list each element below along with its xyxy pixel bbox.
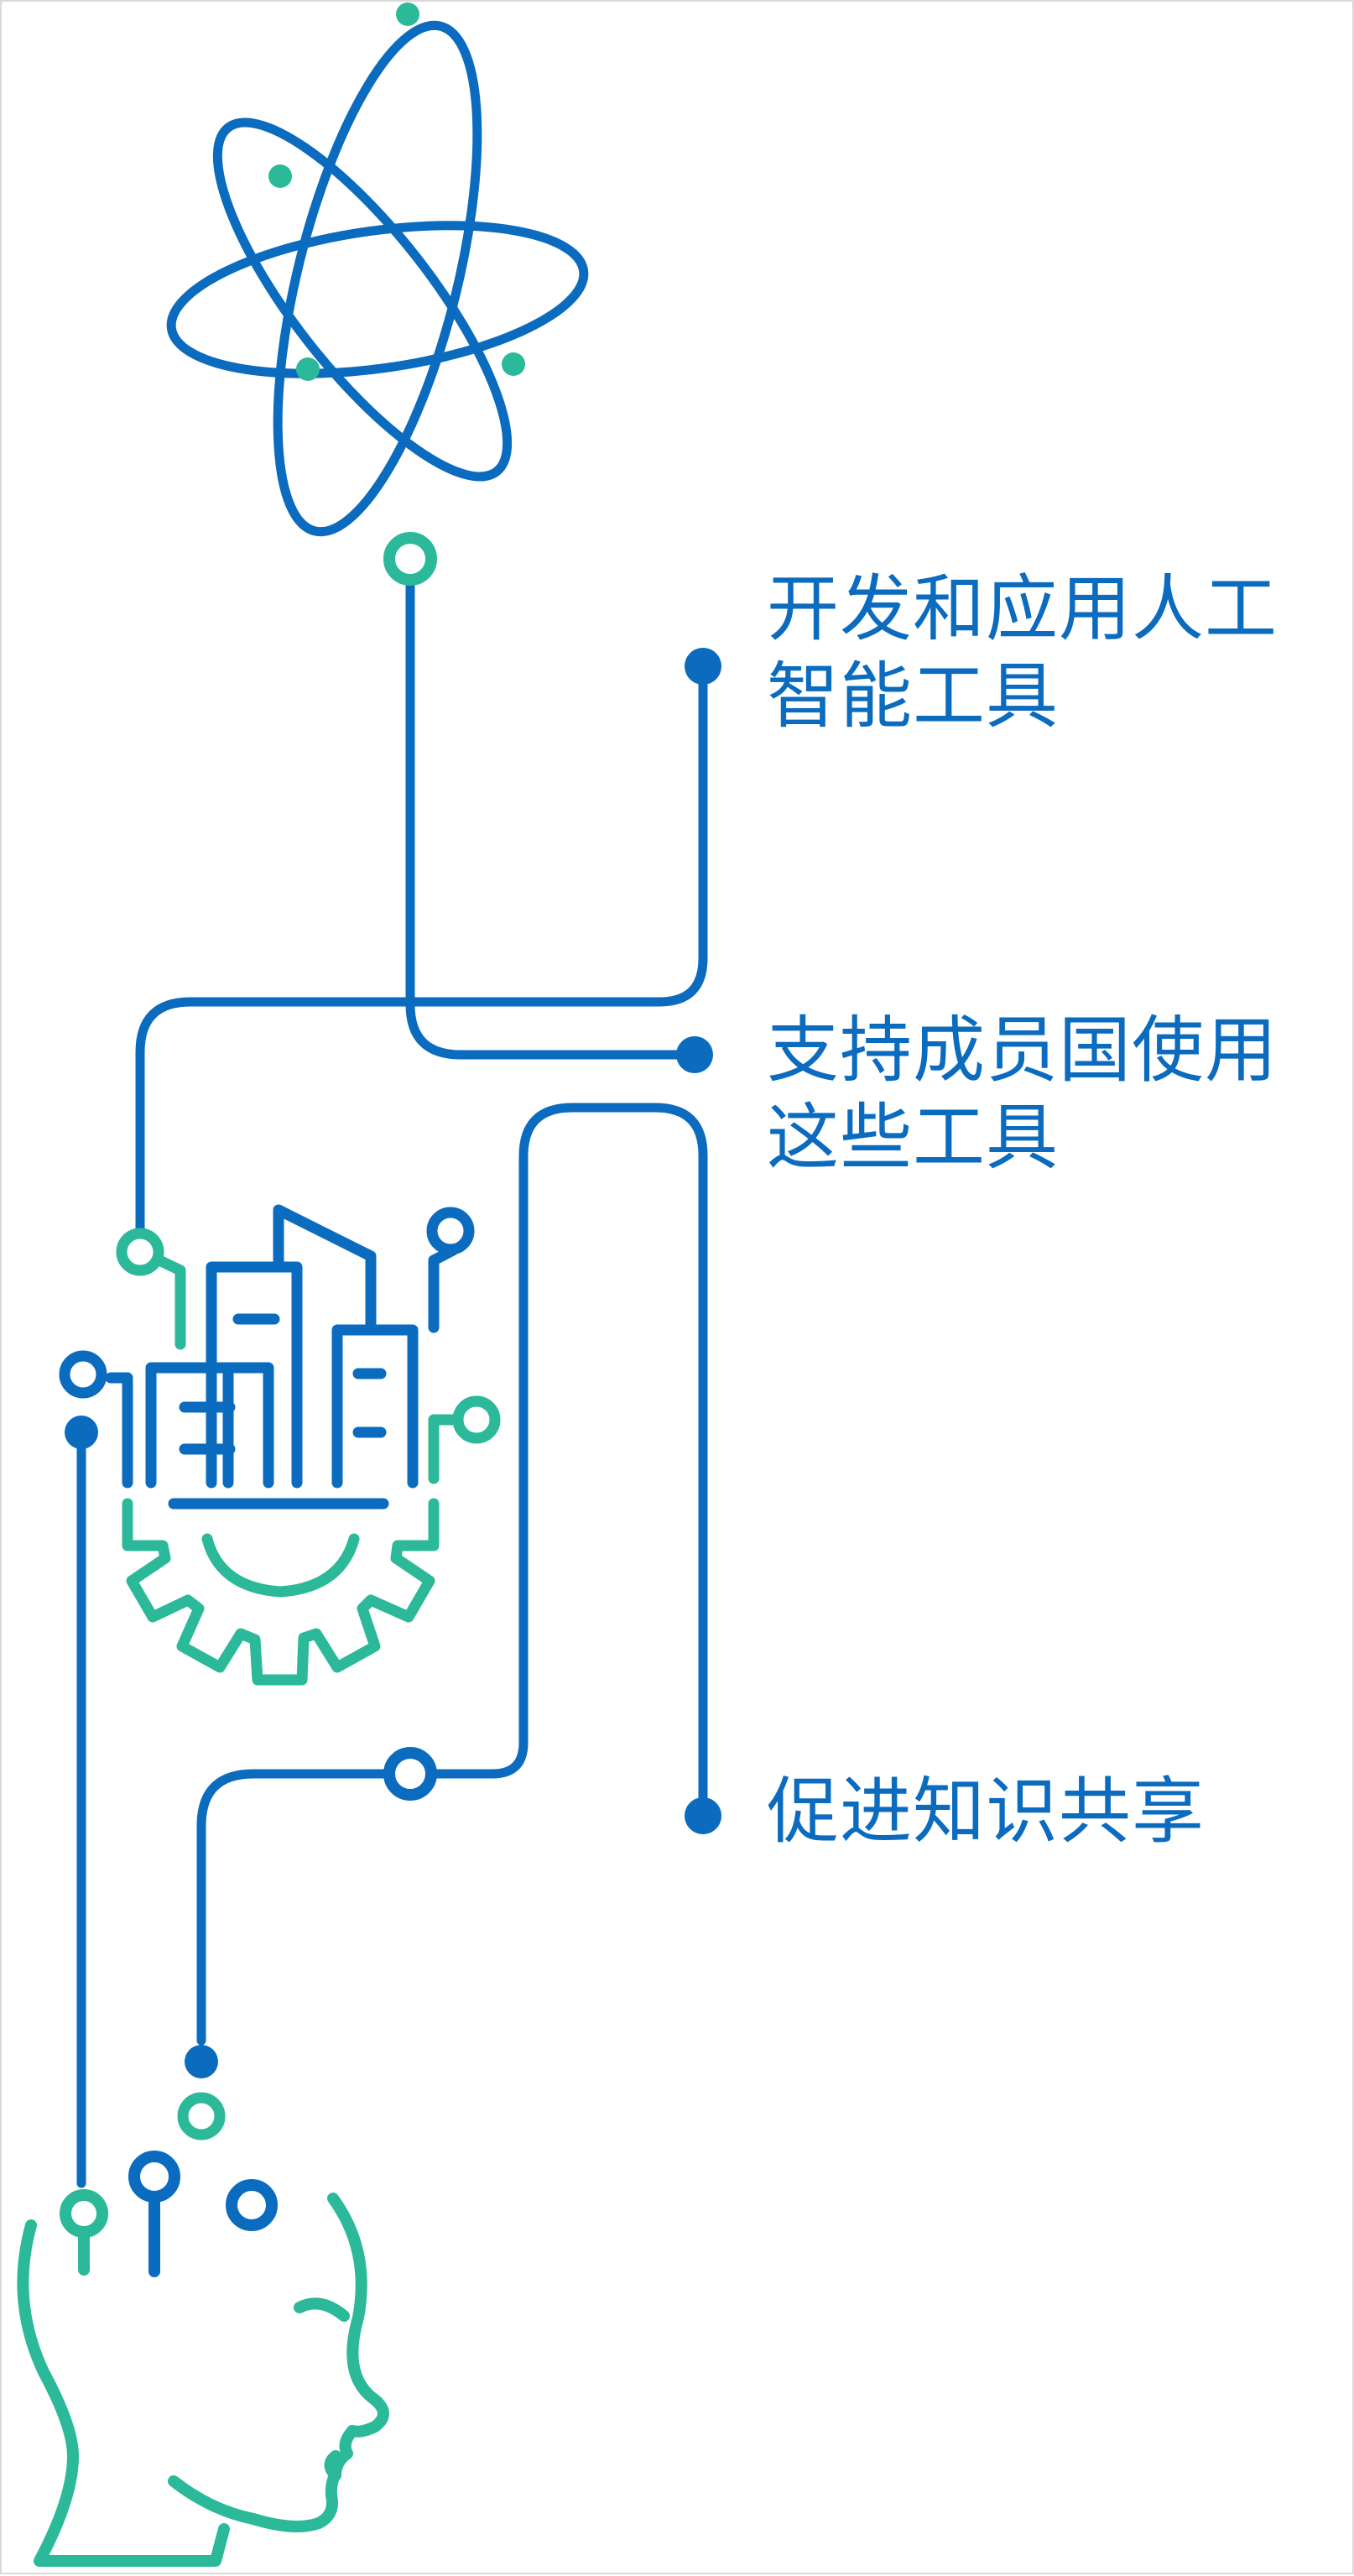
city-gear: [122, 1498, 440, 1686]
city-buildings: [105, 1204, 459, 1510]
head-node-blue-1: [128, 2151, 180, 2203]
atom-electron-top: [396, 3, 419, 26]
line-node1-to-city: [135, 664, 708, 1233]
line-atom-to-node2: [405, 576, 700, 1060]
atom-icon: [166, 3, 589, 537]
atom-electron-left: [268, 164, 292, 188]
line-node3-to-head: [196, 1103, 708, 2046]
atom-electron-right: [502, 352, 525, 376]
smart-city-gear-icon: [59, 1204, 501, 1686]
head-outline: [17, 2193, 389, 2567]
atom-electron-bottom: [296, 357, 320, 381]
node-ring-head: [177, 2092, 226, 2141]
circuit-lines: [76, 576, 708, 2188]
node-dot-left: [65, 1416, 98, 1449]
node-dot-3: [685, 1797, 721, 1834]
head-node-green: [60, 2189, 108, 2238]
atom-orbit-horizontal: [166, 221, 589, 378]
nodes: [65, 532, 721, 2141]
city-circuit-end-1: [116, 1228, 164, 1276]
node-dot-2: [676, 1036, 713, 1073]
atom-orbit-tilted-left: [273, 20, 482, 537]
node-dot-1: [685, 648, 721, 685]
label-knowledge-sharing: 促进知识共享: [767, 1770, 1205, 1854]
node-ring-atom: [383, 532, 437, 586]
node-ring-bottom: [383, 1747, 437, 1801]
atom-orbit-tilted-right: [212, 117, 513, 482]
city-circuit-end-3: [59, 1350, 107, 1399]
city-circuit-end-4: [452, 1395, 501, 1444]
label-support-member-states: 支持成员国使用 这些工具: [767, 1009, 1278, 1180]
city-circuit-end-2: [426, 1207, 475, 1255]
node-dot-head-line: [185, 2045, 218, 2078]
head-node-blue-2: [226, 2179, 278, 2231]
label-develop-ai-tools: 开发和应用人工 智能工具: [767, 567, 1278, 738]
human-head-circuit-icon: [17, 2151, 389, 2567]
